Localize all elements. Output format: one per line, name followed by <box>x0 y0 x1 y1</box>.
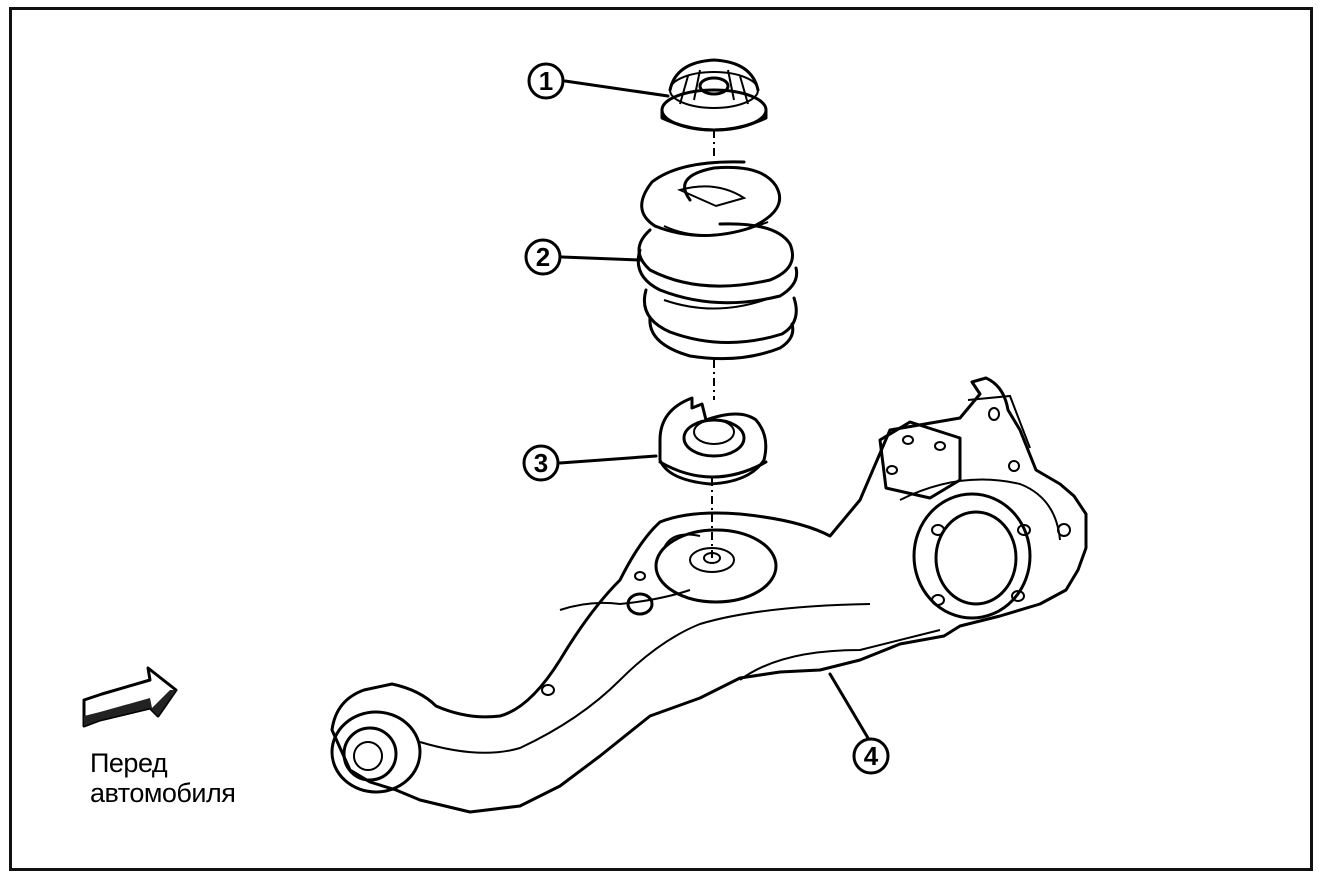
assembly-axis-line <box>711 130 715 560</box>
front-direction-arrow-icon <box>82 666 178 728</box>
upper-spring-seat <box>660 58 768 132</box>
leader-lines <box>558 79 870 740</box>
front-label-line1: Перед <box>90 748 168 778</box>
lower-spring-seat <box>658 396 768 486</box>
callout-4-number: 4 <box>864 741 879 771</box>
callout-4: 4 <box>852 737 890 775</box>
callout-3-number: 3 <box>534 448 548 478</box>
callout-2-number: 2 <box>536 242 550 272</box>
callout-1: 1 <box>527 62 565 100</box>
coil-spring <box>636 160 799 361</box>
lower-control-arm <box>330 376 1088 814</box>
front-label-line2: автомобиля <box>90 778 236 808</box>
callout-1-number: 1 <box>539 66 553 96</box>
callout-2: 2 <box>524 238 562 276</box>
front-of-vehicle-label: Перед автомобиля <box>90 748 236 808</box>
callout-3: 3 <box>522 444 560 482</box>
